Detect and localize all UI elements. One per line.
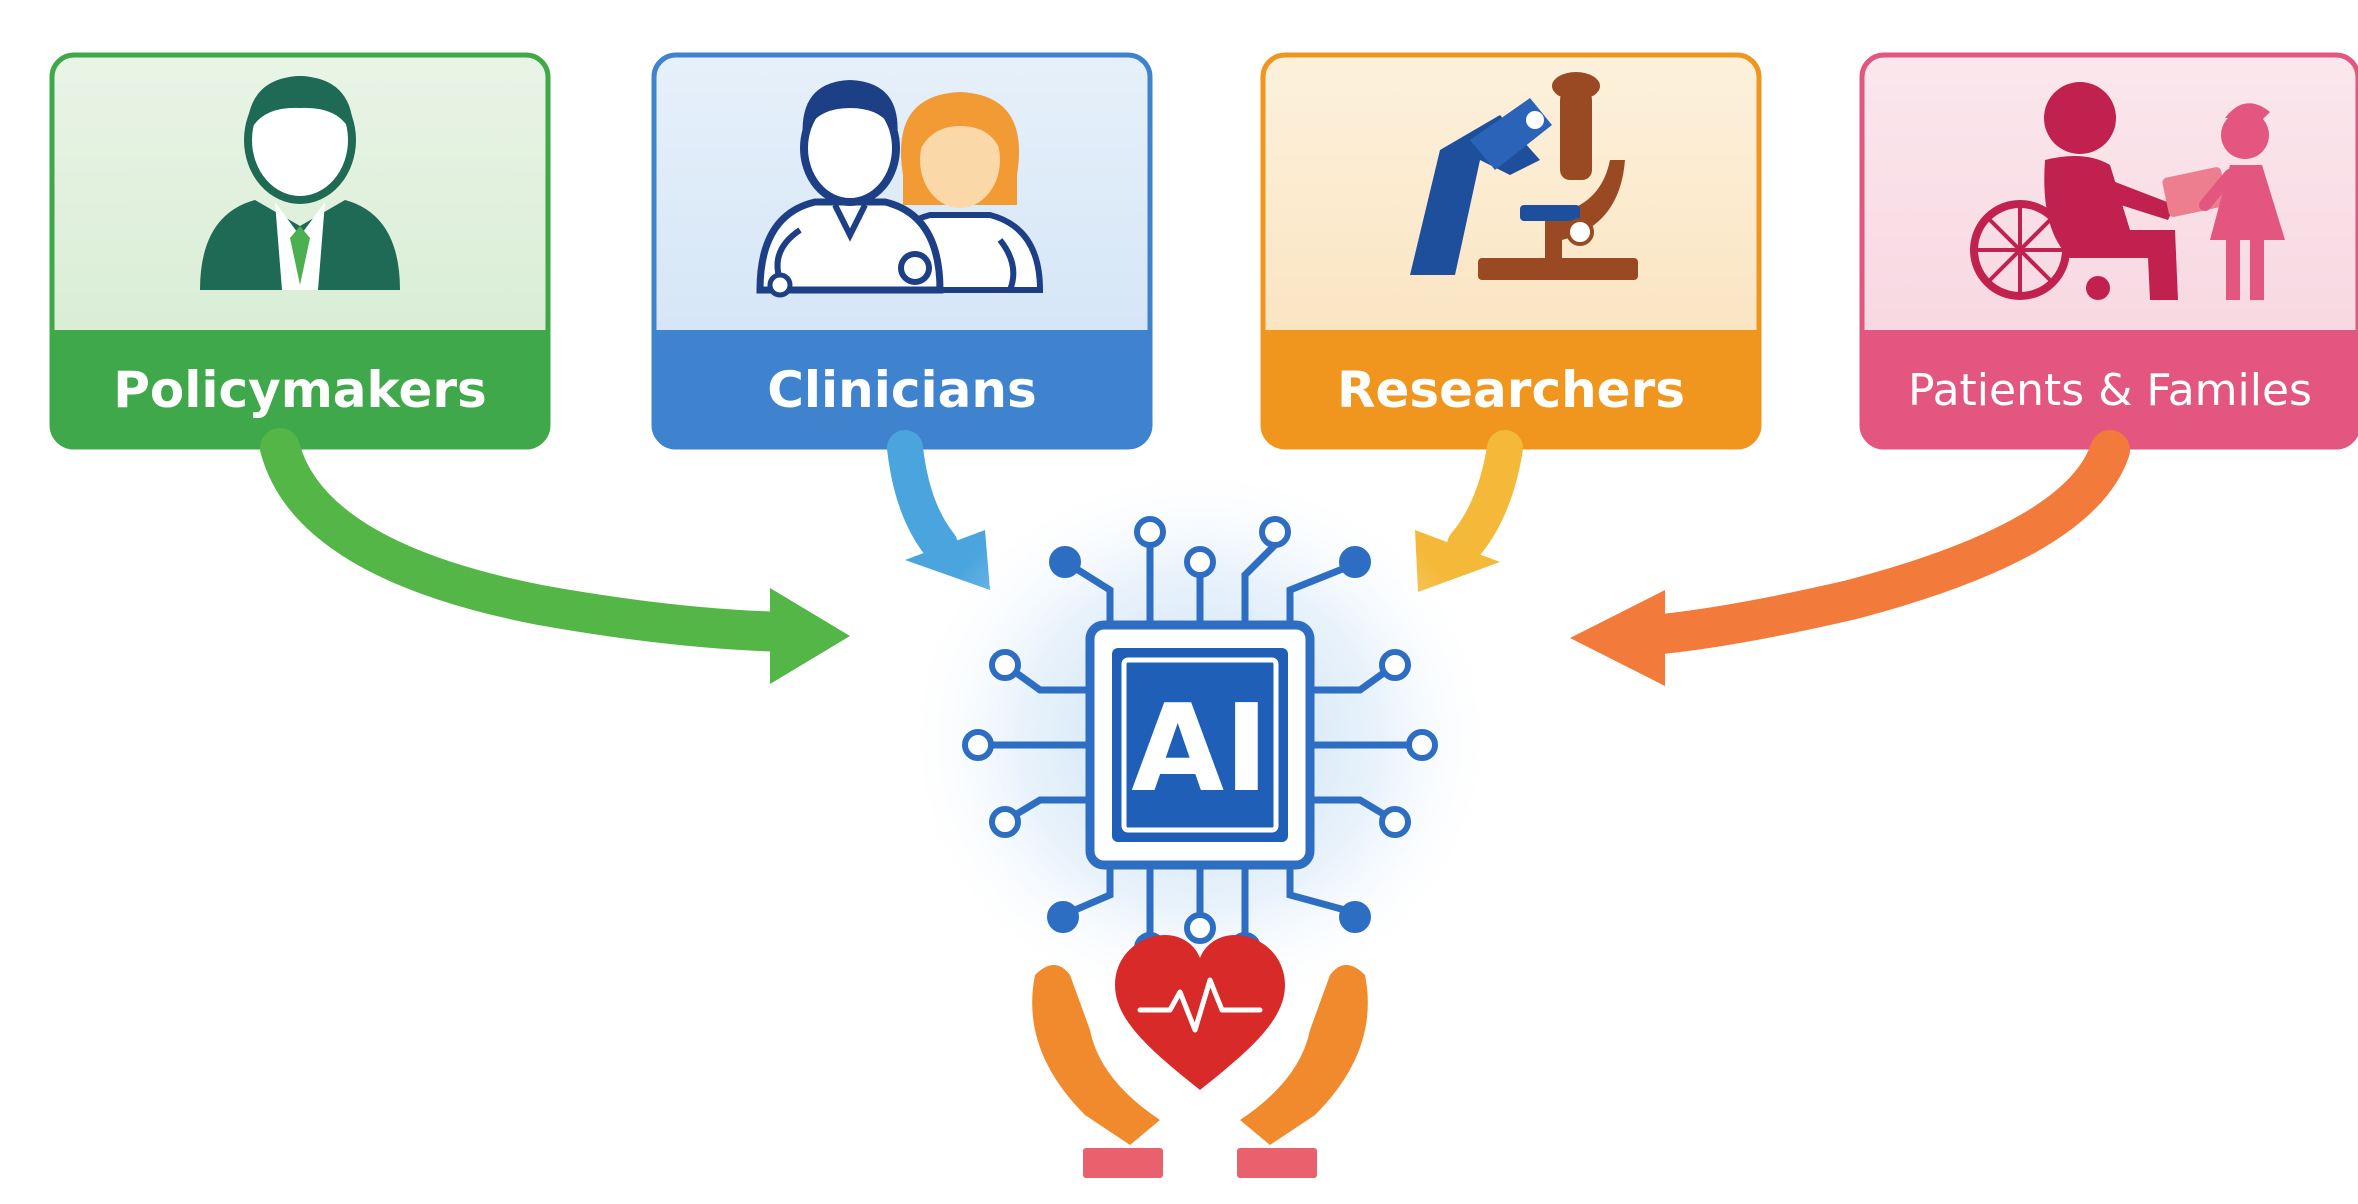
card-clinicians: Clinicians	[651, 52, 1153, 450]
heart-in-hands-icon	[1032, 935, 1368, 1178]
arrow-policymakers-to-ai	[260, 428, 850, 684]
chip-core	[1112, 648, 1288, 842]
microscope-icon	[1410, 72, 1638, 280]
clinicians-icon	[756, 80, 1044, 298]
card-clinicians-label: Clinicians	[767, 361, 1037, 419]
card-policymakers-label: Policymakers	[113, 361, 487, 419]
left-hand	[1032, 965, 1163, 1178]
ai-chip-icon: AI	[900, 460, 1500, 1020]
patient-family-icon	[1970, 82, 2285, 300]
card-patients-families: Patients & Familes	[1859, 52, 2358, 450]
arrow-patients-to-ai	[1570, 430, 2130, 686]
card-policymakers-banner	[52, 330, 548, 447]
card-researchers-label: Researchers	[1337, 361, 1685, 419]
right-hand	[1237, 965, 1368, 1178]
ai-label: AI	[1131, 680, 1269, 819]
card-patients-families-banner	[1862, 330, 2358, 447]
chip-core-border	[1121, 657, 1279, 833]
card-researchers-banner	[1263, 330, 1759, 447]
chip-circuit-lines	[986, 541, 1414, 939]
card-researchers: Researchers	[1260, 52, 1762, 450]
policymaker-icon	[200, 76, 400, 290]
card-clinicians-banner	[654, 330, 1150, 447]
heartbeat-line-icon	[1137, 977, 1263, 1033]
card-policymakers: Policymakers	[49, 52, 551, 450]
card-patients-families-label: Patients & Familes	[1908, 365, 2312, 416]
